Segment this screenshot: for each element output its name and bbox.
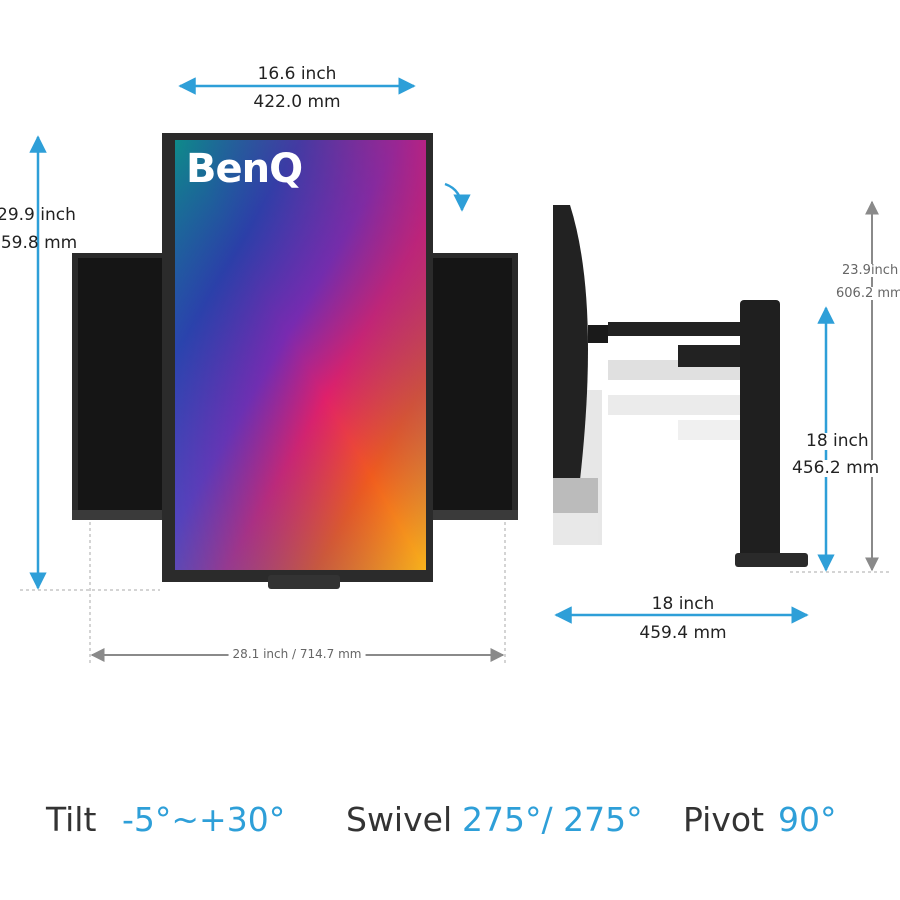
depth-inch-label: 18 inch	[651, 594, 715, 614]
side-view-monitor	[553, 205, 808, 567]
portrait-monitor	[162, 133, 433, 589]
depth-mm-label: 459.4 mm	[639, 623, 727, 643]
brand-logo: BenQ	[186, 146, 303, 192]
adjustment-specs: Tilt -5°~+30° Swivel 275°/ 275° Pivot 90…	[0, 800, 900, 844]
height-adjust-mm-label: 456.2 mm	[792, 458, 880, 478]
width-mm-label: 422.0 mm	[253, 92, 341, 112]
swivel-label: Swivel	[346, 800, 453, 839]
total-height-mm-label: 606.2 mm	[836, 287, 900, 300]
height-inch-label: 29.9 inch	[0, 205, 76, 225]
pivot-value: 90°	[778, 800, 837, 839]
pivot-arrow-icon	[444, 182, 471, 212]
tilt-label: Tilt	[46, 800, 97, 839]
total-height-inch-label: 23.9inch	[842, 263, 899, 278]
tilt-value: -5°~+30°	[122, 800, 286, 839]
width-inch-label: 16.6 inch	[257, 64, 337, 84]
pivot-label: Pivot	[683, 800, 765, 839]
swivel-value: 275°/ 275°	[462, 800, 643, 839]
height-adjust-inch-label: 18 inch	[806, 431, 869, 451]
landscape-width-label: 28.1 inch / 714.7 mm	[228, 648, 366, 660]
height-mm-label: 759.8 mm	[0, 233, 78, 253]
